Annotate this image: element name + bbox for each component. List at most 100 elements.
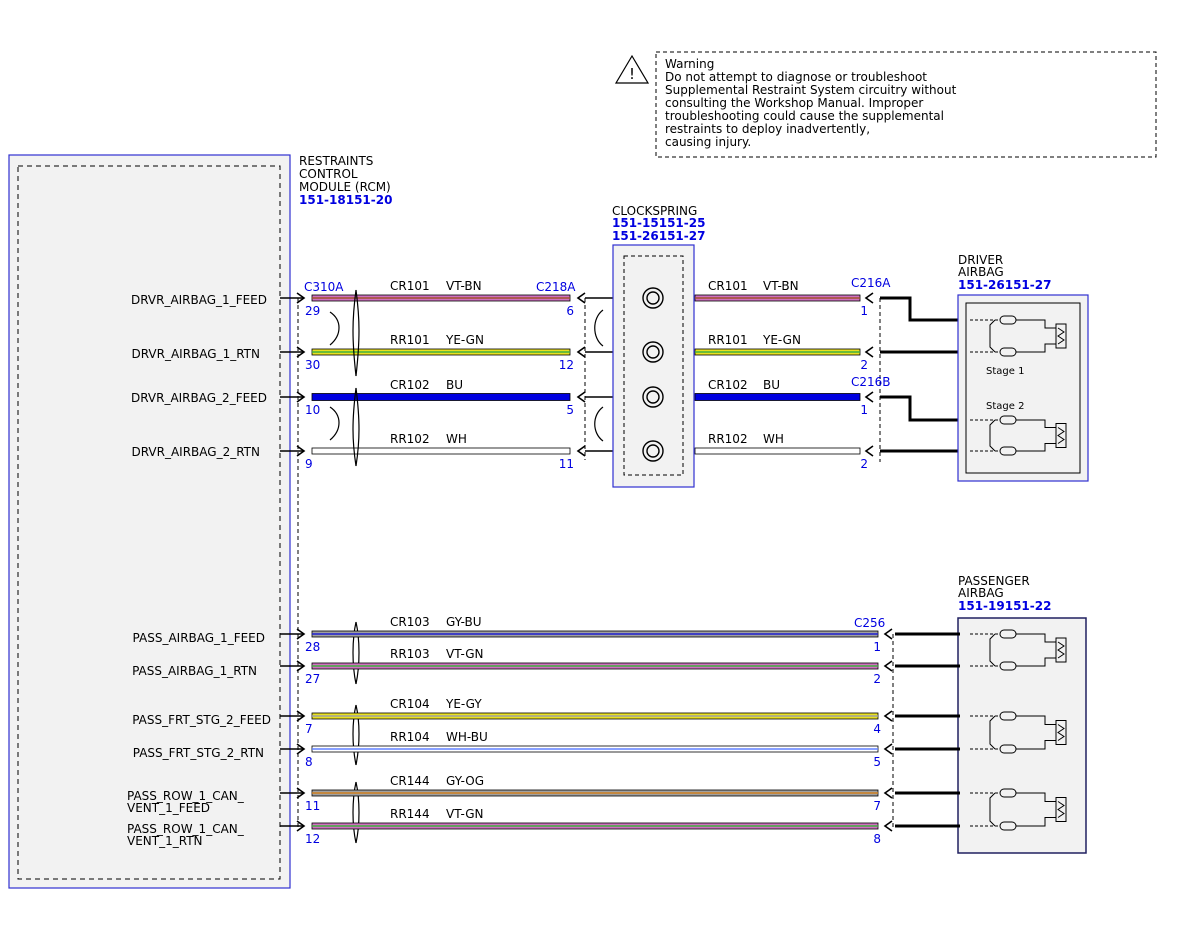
wire-color: YE-GN xyxy=(445,333,484,347)
warning-line: Supplemental Restraint System circuitry … xyxy=(665,83,957,97)
c216-pin: 1 xyxy=(860,304,868,318)
warning-line: restraints to deploy inadvertently, xyxy=(665,122,870,136)
c216-pin: 2 xyxy=(860,457,868,471)
rcm-name: RESTRAINTS xyxy=(299,154,373,168)
circuit-id: CR101 xyxy=(708,279,748,293)
rcm-signal: DRVR_AIRBAG_1_RTN xyxy=(132,347,261,361)
c256-pin: 2 xyxy=(873,672,881,686)
rcm-pin: 29 xyxy=(305,304,320,318)
circuit-id: RR101 xyxy=(390,333,430,347)
circuit-id: RR104 xyxy=(390,730,430,744)
warning-line: consulting the Workshop Manual. Improper xyxy=(665,96,923,110)
connector-c310a[interactable]: C310A xyxy=(304,280,344,294)
driver-airbag-name: DRIVER xyxy=(958,253,1003,267)
squib-icon xyxy=(970,788,1067,831)
rcm-signal: DRVR_AIRBAG_2_RTN xyxy=(132,445,261,459)
c256-pin: 4 xyxy=(873,722,881,736)
connector-arrow xyxy=(883,710,893,722)
driver-stage1-label: Stage 1 xyxy=(986,366,1024,377)
rcm-name: MODULE (RCM) xyxy=(299,180,391,194)
squib-element xyxy=(1055,637,1067,663)
rcm-pin: 27 xyxy=(305,672,320,686)
rcm-signal: VENT_1_FEED xyxy=(127,801,210,815)
connector-arrow xyxy=(576,445,586,457)
circuit-id: RR102 xyxy=(390,432,430,446)
wire xyxy=(694,393,861,401)
rcm-pin: 8 xyxy=(305,755,313,769)
squib-coil xyxy=(1057,724,1065,741)
warning-title: Warning xyxy=(665,57,714,71)
clockspring-ref[interactable]: 151-26151-27 xyxy=(612,229,705,243)
squib-icon xyxy=(970,629,1067,671)
passenger-airbag-name: PASSENGER xyxy=(958,574,1030,588)
rcm-signal: PASS_ROW_1_CAN_ xyxy=(127,822,245,836)
wire-color: VT-GN xyxy=(446,807,483,821)
connector-arrow xyxy=(296,710,306,722)
squib-coil xyxy=(1057,801,1065,818)
rcm-signal: PASS_FRT_STG_2_FEED xyxy=(132,713,271,727)
squib-coil xyxy=(1057,641,1065,659)
connector-arrow xyxy=(864,391,874,403)
c256-pin: 1 xyxy=(873,640,881,654)
warning-icon-glyph: ! xyxy=(629,65,635,83)
wire-color: BU xyxy=(446,378,463,392)
clockspring: CLOCKSPRING 151-15151-25 151-26151-27 xyxy=(612,204,705,488)
wire-color: GY-BU xyxy=(446,615,482,629)
connector-arrow xyxy=(296,743,306,755)
connector-arrow xyxy=(296,628,306,640)
twisted-pair-marks xyxy=(329,289,604,844)
circuit-id: CR103 xyxy=(390,615,430,629)
rcm-signal: PASS_ROW_1_CAN_ xyxy=(127,789,245,803)
driver-airbag-ref[interactable]: 151-26151-27 xyxy=(958,278,1051,292)
wire-color: VT-BN xyxy=(446,279,482,293)
c218a-pin: 6 xyxy=(566,304,574,318)
rcm-pin: 7 xyxy=(305,722,313,736)
warning-line: troubleshooting could cause the suppleme… xyxy=(665,109,944,123)
squib-icon xyxy=(970,415,1067,456)
c216-pin: 1 xyxy=(860,403,868,417)
squib-element xyxy=(1055,423,1067,448)
wire-color: BU xyxy=(763,378,780,392)
squib-icons xyxy=(970,315,1067,831)
squib-coil xyxy=(1057,327,1065,345)
connector-arrow xyxy=(864,445,874,457)
squib-bracket xyxy=(989,419,996,452)
connector-arrow xyxy=(883,743,893,755)
squib-icon xyxy=(970,711,1067,754)
connector-c218a[interactable]: C218A xyxy=(536,280,576,294)
warning-line: causing injury. xyxy=(665,135,751,149)
rcm-signal: VENT_1_RTN xyxy=(127,834,203,848)
rcm-pin: 10 xyxy=(305,403,320,417)
rcm-signal: PASS_AIRBAG_1_RTN xyxy=(132,664,257,678)
passenger-airbag-ref[interactable]: 151-19151-22 xyxy=(958,599,1051,613)
wire xyxy=(694,447,861,455)
wire-color: YE-GY xyxy=(445,697,482,711)
c218a-pin: 11 xyxy=(559,457,574,471)
circuit-id: CR104 xyxy=(390,697,430,711)
rcm-pin: 28 xyxy=(305,640,320,654)
connector-c216a[interactable]: C216A xyxy=(851,276,891,290)
squib-bracket xyxy=(989,715,996,750)
connector-arrow xyxy=(296,820,306,832)
c256-pin: 8 xyxy=(873,832,881,846)
squib-bracket xyxy=(989,633,996,667)
circuit-id: CR101 xyxy=(390,279,430,293)
rcm-pin: 9 xyxy=(305,457,313,471)
c256-pin: 7 xyxy=(873,799,881,813)
connector-arrow xyxy=(296,660,306,672)
rcm-ref[interactable]: 151-18151-20 xyxy=(299,193,392,207)
connector-arrow xyxy=(576,292,586,304)
passenger-airbag: PASSENGER AIRBAG 151-19151-22 xyxy=(957,574,1087,854)
rcm-pin: 30 xyxy=(305,358,320,372)
connector-c216b[interactable]: C216B xyxy=(851,375,891,389)
wire-color: GY-OG xyxy=(446,774,484,788)
rcm-name: CONTROL xyxy=(299,167,358,181)
connector-arrow xyxy=(883,787,893,799)
rcm-pin: 11 xyxy=(305,799,320,813)
clockspring-ref[interactable]: 151-15151-25 xyxy=(612,216,705,230)
driver-airbag-name: AIRBAG xyxy=(958,265,1004,279)
connector-c256[interactable]: C256 xyxy=(854,616,885,630)
warning-box: ! Warning Do not attempt to diagnose or … xyxy=(614,51,1157,158)
connector-arrow xyxy=(864,292,874,304)
